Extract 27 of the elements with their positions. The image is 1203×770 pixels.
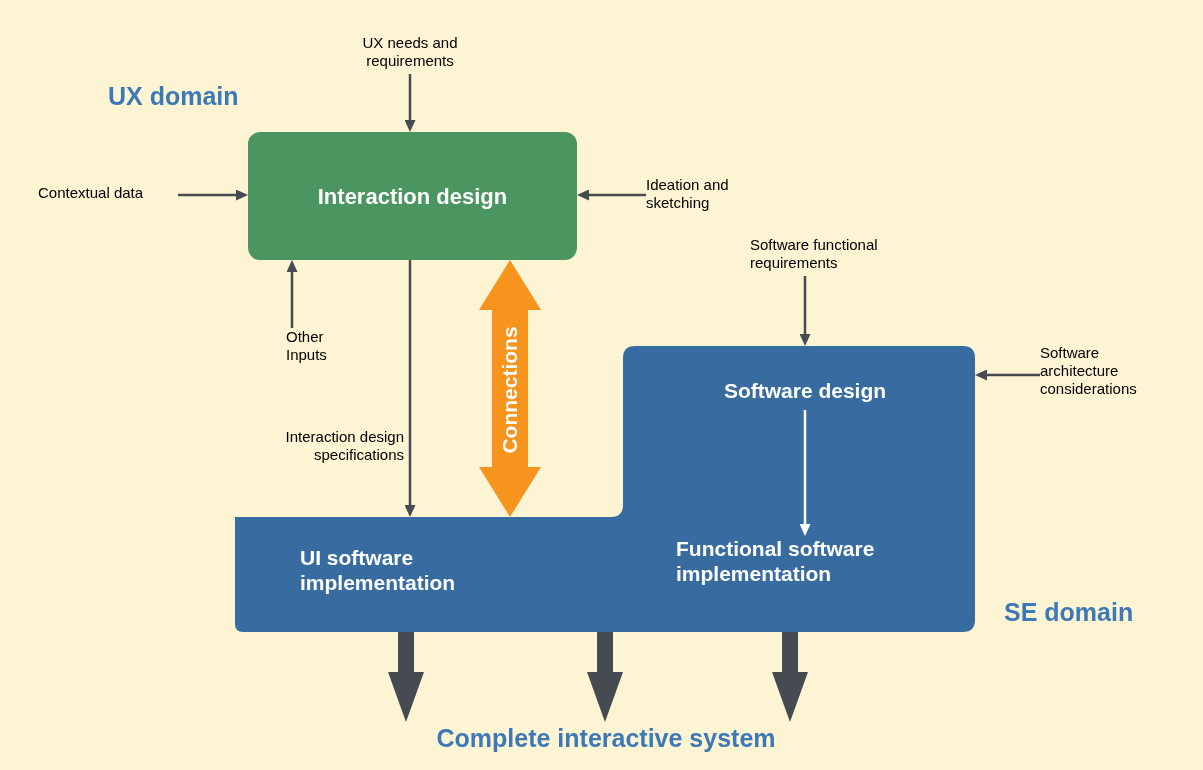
process-label: UI software implementation	[300, 545, 530, 601]
input-label: Other Inputs	[286, 328, 336, 370]
edge-label: Connections	[497, 326, 523, 454]
arrow	[587, 632, 623, 722]
arrow	[479, 260, 541, 517]
arrow	[799, 410, 811, 536]
input-label: Software functional requirements	[750, 236, 935, 276]
arrow	[404, 74, 416, 132]
arrow	[388, 632, 424, 722]
arrow	[404, 260, 416, 517]
arrow	[178, 189, 248, 201]
domain-label: SE domain	[1004, 597, 1134, 628]
edge-label: Interaction design specifications	[284, 428, 404, 464]
arrow	[577, 189, 646, 201]
arrow	[286, 260, 298, 328]
output-label: Complete interactive system	[410, 722, 802, 758]
arrow	[975, 369, 1040, 381]
input-label: Ideation and sketching	[646, 176, 766, 216]
input-label: UX needs and requirements	[340, 34, 480, 74]
arrow	[772, 632, 808, 722]
domain-label: UX domain	[108, 81, 239, 112]
process-label: Functional software implementation	[676, 536, 921, 594]
arrow	[799, 276, 811, 346]
process-box: Interaction design	[248, 132, 577, 260]
input-label: Software architecture considerations	[1040, 344, 1180, 402]
input-label: Contextual data	[38, 184, 178, 206]
process-label: Software design	[700, 378, 910, 410]
